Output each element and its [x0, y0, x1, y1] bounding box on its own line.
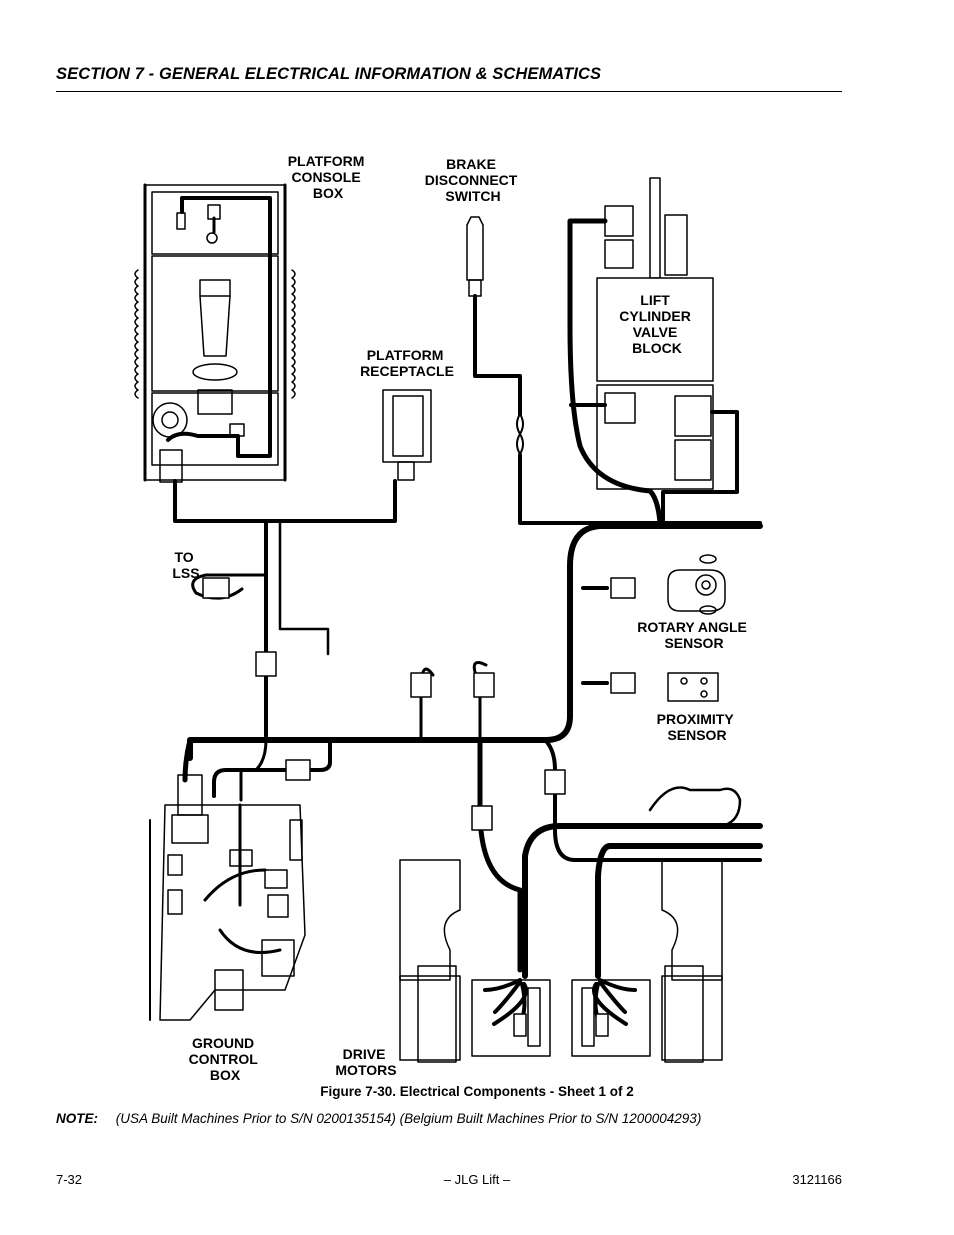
- label-lift-cylinder-valve-block: LIFT CYLINDER VALVE BLOCK: [619, 292, 694, 356]
- note-label: NOTE:: [56, 1111, 98, 1126]
- platform-receptacle: [382, 389, 432, 481]
- platform-console-box: [134, 183, 296, 483]
- ground-control-box: [149, 774, 306, 1021]
- lift-cylinder-valve-block: [596, 177, 714, 490]
- page-number: 7-32: [56, 1172, 83, 1187]
- label-to-lss: TO LSS: [172, 549, 199, 581]
- label-platform-console-box: PLATFORM CONSOLE BOX: [288, 153, 369, 201]
- header-rule: [56, 91, 842, 92]
- label-brake-disconnect-switch: BRAKE DISCONNECT SWITCH: [425, 156, 521, 204]
- figure-caption: Figure 7-30. Electrical Components - She…: [320, 1084, 634, 1099]
- footer-center: – JLG Lift –: [443, 1172, 511, 1187]
- note: NOTE: (USA Built Machines Prior to S/N 0…: [56, 1111, 701, 1126]
- drive-motors: [399, 859, 723, 1063]
- proximity-sensor: [667, 672, 719, 702]
- label-ground-control-box: GROUND CONTROL BOX: [189, 1035, 262, 1083]
- rotary-angle-sensor: [667, 554, 726, 615]
- doc-number: 3121166: [792, 1172, 842, 1187]
- label-rotary-angle-sensor: ROTARY ANGLE SENSOR: [637, 619, 751, 651]
- section-title: SECTION 7 - GENERAL ELECTRICAL INFORMATI…: [56, 65, 602, 83]
- label-drive-motors: DRIVE MOTORS: [335, 1046, 396, 1078]
- label-platform-receptacle: PLATFORM RECEPTACLE: [360, 347, 454, 379]
- label-proximity-sensor: PROXIMITY SENSOR: [657, 711, 738, 743]
- note-text: (USA Built Machines Prior to S/N 0200135…: [115, 1111, 702, 1126]
- brake-disconnect-switch: [466, 216, 484, 297]
